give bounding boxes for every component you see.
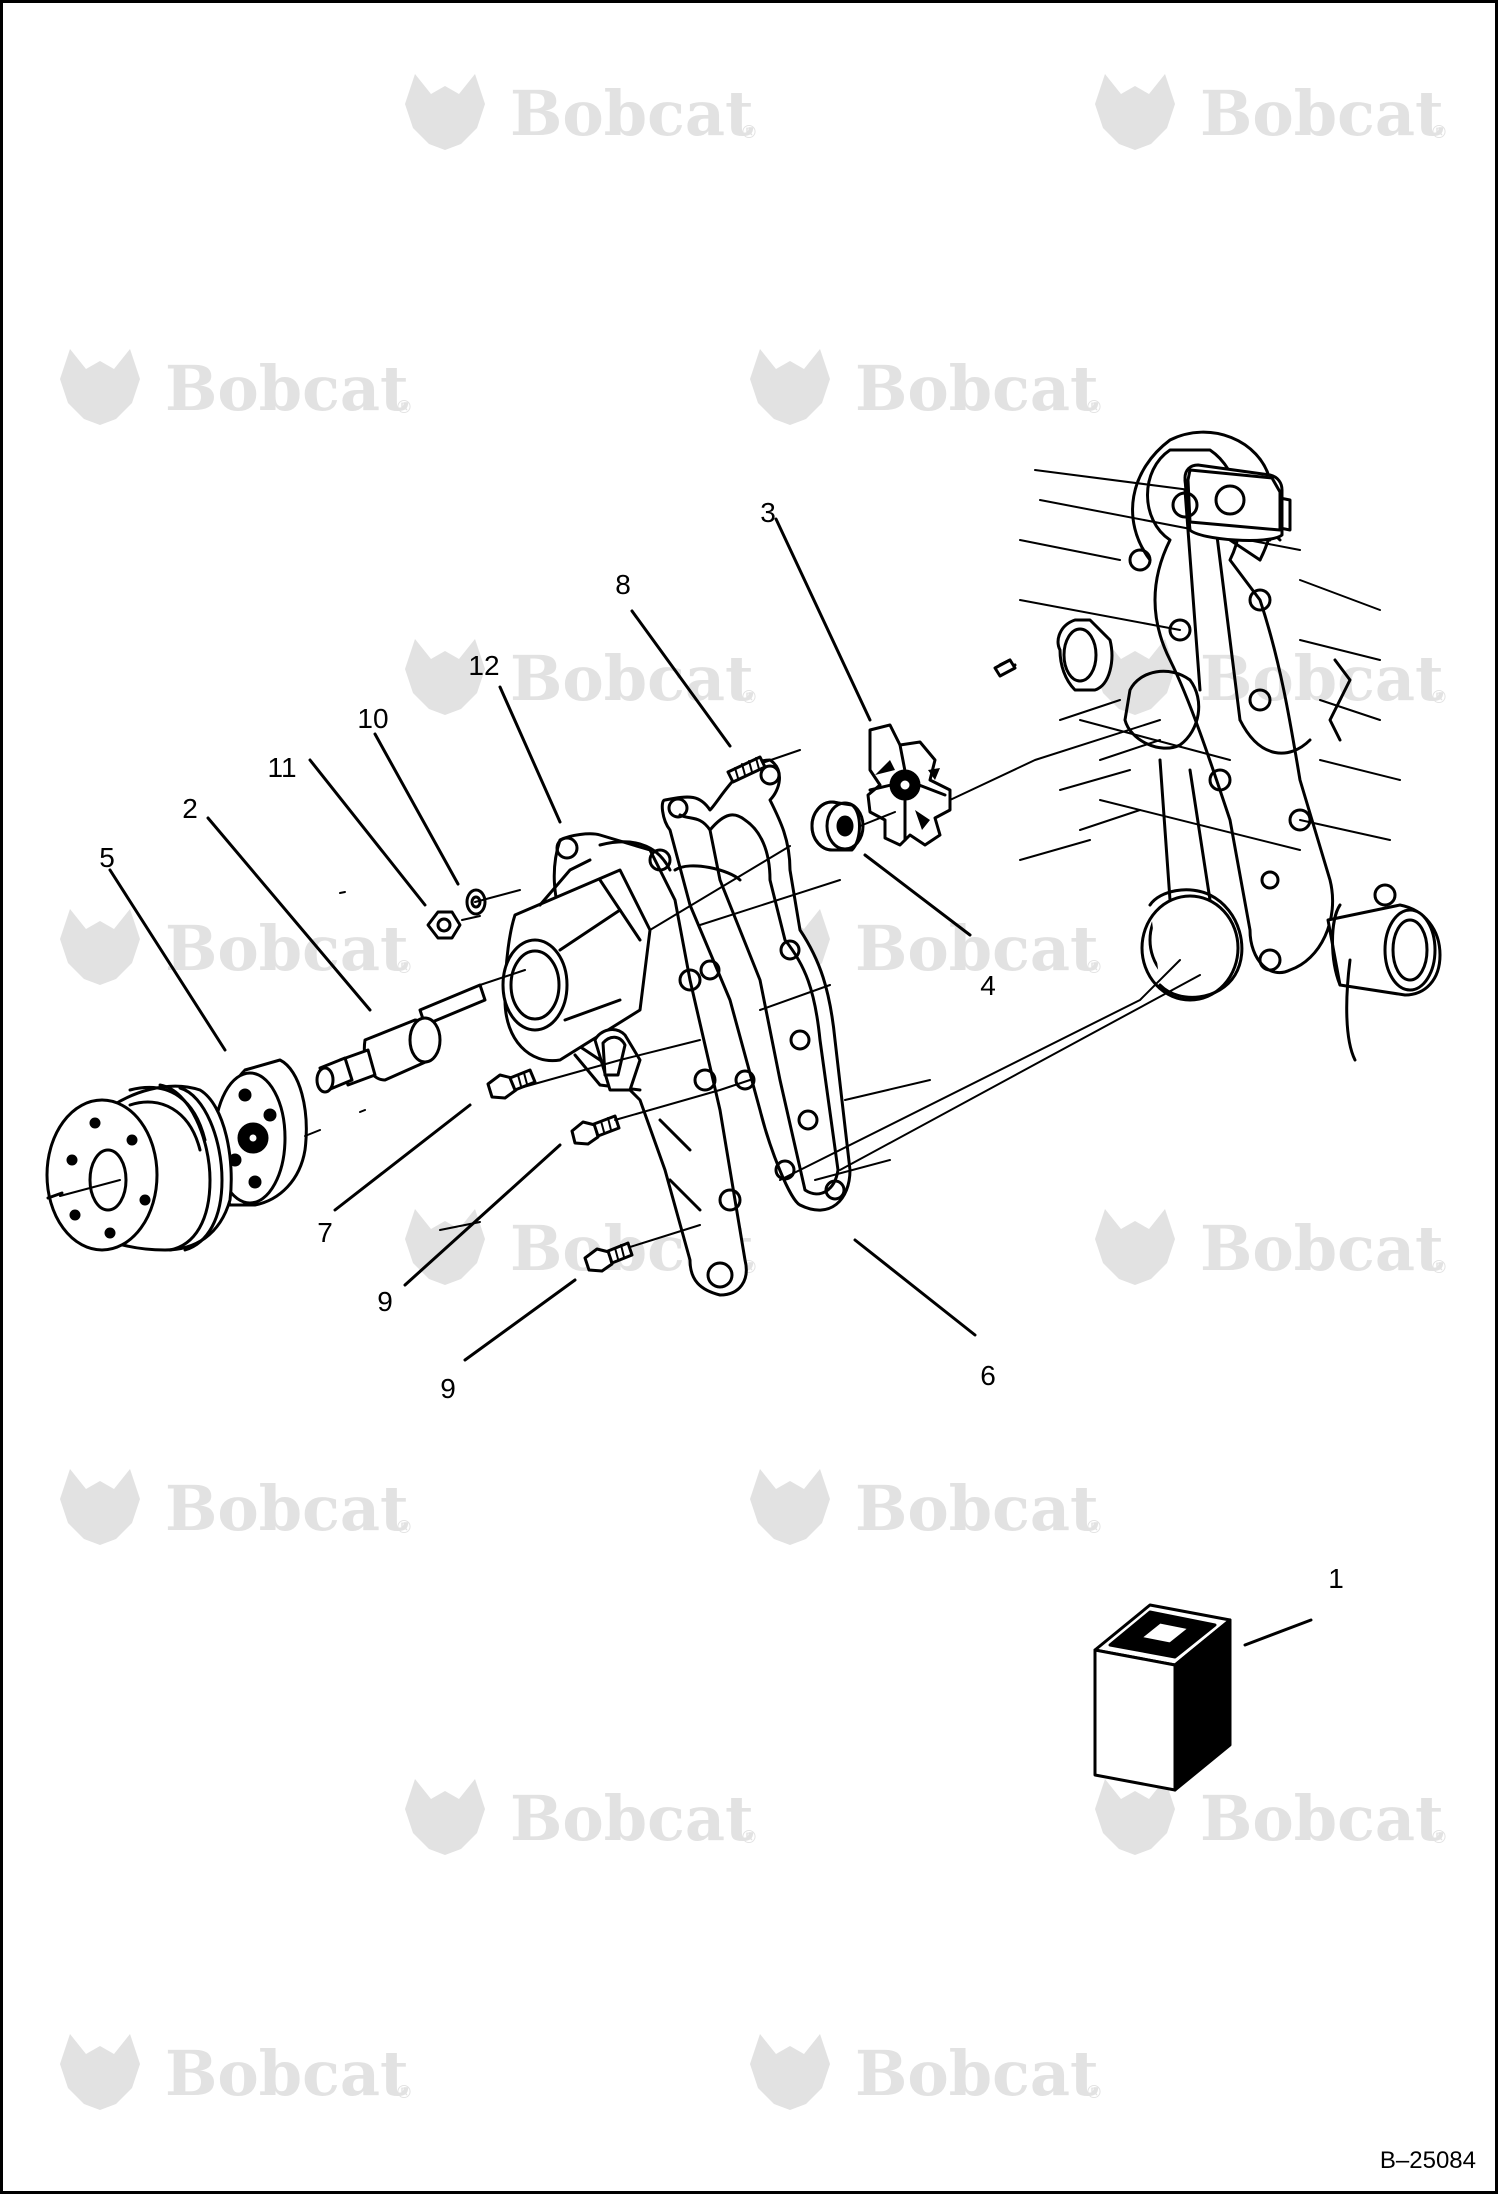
watermark-registered-mark: ® xyxy=(1430,122,1448,143)
bobcat-head-icon xyxy=(60,1469,140,1545)
watermark: Bobcat® xyxy=(750,909,1103,985)
bolt-part-7 xyxy=(486,1068,537,1100)
watermark-text: Bobcat xyxy=(855,352,1099,425)
watermark: Bobcat® xyxy=(405,639,758,715)
watermark: Bobcat® xyxy=(405,1779,758,1855)
bolt-part-9a xyxy=(570,1114,621,1146)
watermark: Bobcat® xyxy=(60,1469,413,1545)
watermark: Bobcat® xyxy=(1095,74,1448,150)
bobcat-head-icon xyxy=(750,349,830,425)
callout-12: 12 xyxy=(468,650,499,681)
callout-5: 5 xyxy=(99,842,115,873)
callout-8: 8 xyxy=(615,569,631,600)
watermark-registered-mark: ® xyxy=(1430,687,1448,708)
bobcat-head-icon xyxy=(60,2034,140,2110)
watermark: Bobcat® xyxy=(1095,1779,1448,1855)
watermark-text: Bobcat xyxy=(165,1472,409,1545)
bobcat-head-icon xyxy=(405,1779,485,1855)
watermark-registered-mark: ® xyxy=(1085,397,1103,418)
gasket-kit-box-part-1 xyxy=(1093,1603,1232,1792)
shaft-bearing-part-2 xyxy=(315,983,487,1094)
watermark: Bobcat® xyxy=(60,349,413,425)
stud-part-8 xyxy=(726,755,767,784)
pulley-part-5 xyxy=(45,1083,233,1252)
callout-labels: 1 2 3 4 5 6 7 8 9 9 10 11 12 xyxy=(99,497,1344,1594)
watermark: Bobcat® xyxy=(1095,639,1448,715)
callout-11: 11 xyxy=(267,752,296,783)
explode-lines xyxy=(59,719,1201,1248)
watermark-registered-mark: ® xyxy=(740,1827,758,1848)
watermark: Bobcat® xyxy=(1095,1209,1448,1285)
bobcat-head-icon xyxy=(405,74,485,150)
callout-2: 2 xyxy=(182,793,198,824)
bobcat-head-icon xyxy=(1095,1209,1175,1285)
impeller-part-3 xyxy=(866,723,952,847)
watermark-registered-mark: ® xyxy=(740,687,758,708)
watermark-text: Bobcat xyxy=(1200,642,1444,715)
bobcat-head-icon xyxy=(750,1469,830,1545)
callout-10: 10 xyxy=(357,703,388,734)
watermark-registered-mark: ® xyxy=(1085,1517,1103,1538)
watermark: Bobcat® xyxy=(750,1469,1103,1545)
callout-4: 4 xyxy=(980,970,996,1001)
bobcat-head-icon xyxy=(60,349,140,425)
watermark-registered-mark: ® xyxy=(1430,1257,1448,1278)
nut-part-11 xyxy=(426,910,462,940)
bobcat-head-icon xyxy=(1095,74,1175,150)
leader-lines xyxy=(108,517,1313,1647)
watermark-text: Bobcat xyxy=(855,1472,1099,1545)
pulley-hub-part-5 xyxy=(213,1058,308,1207)
watermark: Bobcat® xyxy=(60,2034,413,2110)
watermark-registered-mark: ® xyxy=(1430,1827,1448,1848)
callout-1: 1 xyxy=(1328,1563,1344,1594)
watermark-text: Bobcat xyxy=(510,642,754,715)
seal-part-4 xyxy=(810,800,865,852)
watermark-registered-mark: ® xyxy=(740,122,758,143)
watermark-registered-mark: ® xyxy=(395,2082,413,2103)
watermark-registered-mark: ® xyxy=(395,1517,413,1538)
watermark-text: Bobcat xyxy=(165,352,409,425)
watermark: Bobcat® xyxy=(405,74,758,150)
callout-3: 3 xyxy=(760,497,776,528)
watermark-text: Bobcat xyxy=(165,912,409,985)
watermark-text: Bobcat xyxy=(1200,1782,1444,1855)
bobcat-head-icon xyxy=(60,909,140,985)
watermark-text: Bobcat xyxy=(1200,1212,1444,1285)
callout-9a: 9 xyxy=(377,1286,393,1317)
watermark-registered-mark: ® xyxy=(395,397,413,418)
water-pump-body-part-12 xyxy=(501,832,748,1297)
watermark-registered-mark: ® xyxy=(395,957,413,978)
watermark: Bobcat® xyxy=(750,349,1103,425)
watermark: Bobcat® xyxy=(750,2034,1103,2110)
watermark-text: Bobcat xyxy=(510,1782,754,1855)
watermark-text: Bobcat xyxy=(855,2037,1099,2110)
figure-code: B–25084 xyxy=(1380,2147,1476,2174)
engine-block xyxy=(993,430,1442,1062)
watermark-registered-mark: ® xyxy=(1085,2082,1103,2103)
bolt-part-9b xyxy=(583,1241,634,1273)
watermark-text: Bobcat xyxy=(855,912,1099,985)
gasket-part-6 xyxy=(660,758,852,1212)
callout-7: 7 xyxy=(317,1217,333,1248)
bobcat-head-icon xyxy=(1095,1779,1175,1855)
watermark-registered-mark: ® xyxy=(1085,957,1103,978)
callout-6: 6 xyxy=(980,1360,996,1391)
watermark: Bobcat® xyxy=(60,909,413,985)
watermark-text: Bobcat xyxy=(510,77,754,150)
callout-9b: 9 xyxy=(440,1373,456,1404)
bobcat-head-icon xyxy=(750,2034,830,2110)
watermark-text: Bobcat xyxy=(1200,77,1444,150)
watermark-text: Bobcat xyxy=(165,2037,409,2110)
watermark-layer: Bobcat®Bobcat®Bobcat®Bobcat®Bobcat®Bobca… xyxy=(60,74,1448,2110)
